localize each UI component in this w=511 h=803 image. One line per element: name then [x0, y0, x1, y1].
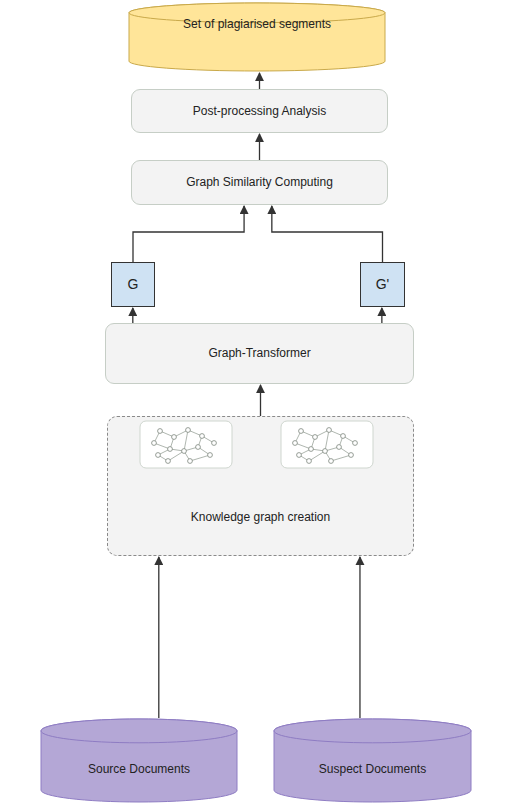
node-label: G	[128, 277, 139, 292]
database-cylinder: Suspect Documents	[273, 718, 472, 803]
node-label: Graph Similarity Computing	[186, 175, 333, 190]
node-label: Knowledge graph creation	[191, 510, 330, 525]
database-cylinder: Source Documents	[40, 718, 238, 803]
cylinder-top	[41, 719, 237, 743]
flow-arrow	[132, 308, 133, 323]
cylinder-outline	[128, 2, 386, 72]
process-box: Post-processing Analysis	[131, 89, 388, 133]
cylinder-body	[129, 3, 385, 71]
node-label: Graph-Transformer	[208, 346, 310, 361]
cylinder-body	[41, 719, 237, 802]
process-box: Graph Similarity Computing	[131, 160, 388, 205]
node-label: Source Documents	[88, 762, 190, 777]
flow-arrow	[272, 206, 383, 262]
database-cylinder: Set of plagiarised segments	[128, 2, 386, 72]
cylinder-outline	[40, 718, 238, 803]
node-label: Post-processing Analysis	[193, 104, 326, 119]
flow-arrow	[381, 308, 382, 323]
graph-box: G'	[360, 262, 405, 307]
node-label: G'	[376, 277, 390, 292]
flow-arrow	[260, 385, 261, 416]
graph-box: G	[111, 262, 155, 307]
cylinder-top	[274, 719, 471, 743]
cylinder-outline	[273, 718, 472, 803]
flow-arrow	[133, 206, 244, 262]
flow-arrow	[158, 557, 159, 718]
node-label: Set of plagiarised segments	[183, 17, 331, 32]
flow-arrow	[259, 73, 260, 89]
cylinder-body	[274, 719, 471, 802]
dashed-group-box: Knowledge graph creation	[107, 416, 414, 556]
node-label: Suspect Documents	[319, 762, 426, 777]
flow-arrow	[259, 134, 260, 160]
process-box: Graph-Transformer	[105, 323, 414, 384]
flow-arrow	[359, 557, 360, 718]
